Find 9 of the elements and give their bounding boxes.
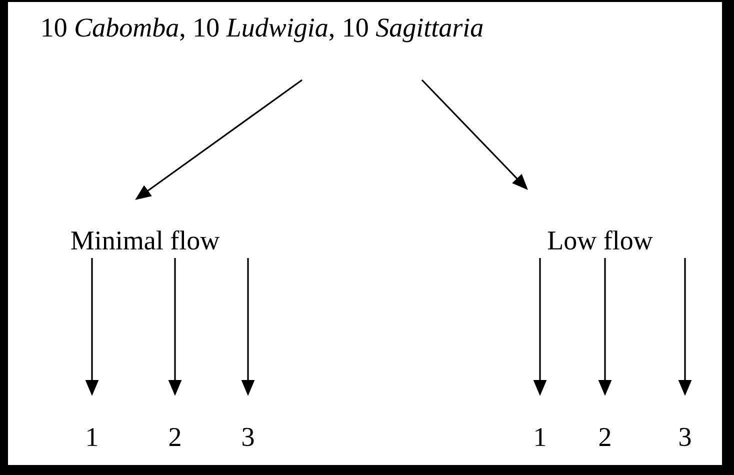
heading-text: 10 Cabomba, 10 Ludwigia, 10 Sagittaria bbox=[42, 18, 483, 42]
flow-label: Minimal flow bbox=[71, 230, 220, 250]
number-label: 3 bbox=[242, 428, 254, 446]
number-label: 2 bbox=[599, 428, 610, 446]
number-label: 2 bbox=[169, 428, 180, 446]
flow-label: Low flow bbox=[548, 230, 653, 250]
number-label: 1 bbox=[536, 428, 546, 446]
number-label: 3 bbox=[680, 428, 691, 446]
number-label: 1 bbox=[88, 428, 98, 446]
